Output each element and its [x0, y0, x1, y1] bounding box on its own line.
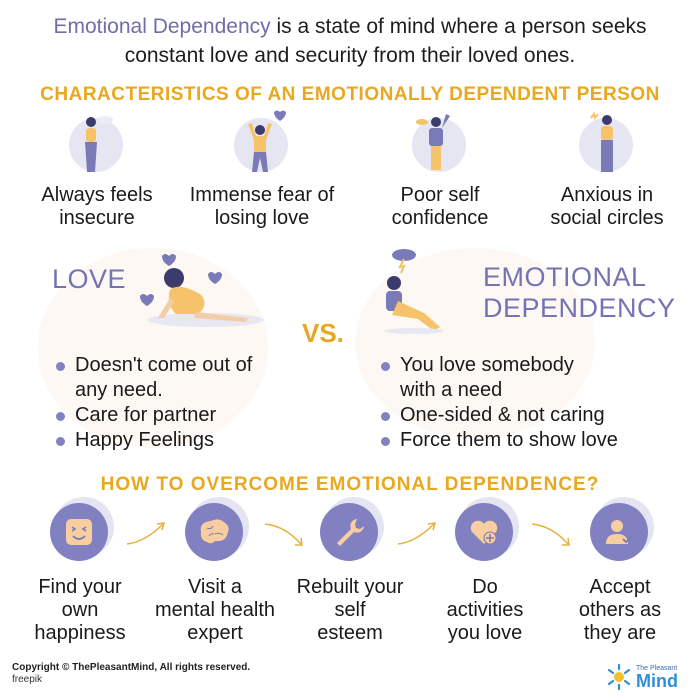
- step-label: expert: [187, 622, 243, 644]
- copyright-text: Copyright © ThePleasantMind, All rights …: [12, 662, 251, 673]
- step-label: self: [334, 599, 366, 621]
- arrow-down-icon: [264, 523, 303, 546]
- fear-man-icon: [222, 108, 302, 178]
- step-label: activities: [446, 599, 524, 621]
- arrow-up-icon: [126, 522, 166, 545]
- wrench-icon: [320, 503, 378, 561]
- step-label: Accept: [589, 576, 651, 598]
- step-label: mental health: [154, 599, 276, 621]
- characteristics-title: CHARACTERISTICS OF AN EMOTIONALLY DEPEND…: [40, 84, 660, 105]
- characteristic-label: social circles: [550, 207, 664, 229]
- sun-logo-icon: [607, 664, 631, 690]
- characteristic-label: Immense fear of: [189, 184, 335, 206]
- arrow-up-icon: [397, 522, 437, 545]
- step-label: others as: [578, 599, 662, 621]
- step-label: they are: [583, 622, 657, 644]
- intro-line1: is a state of mind where a person seeks: [270, 15, 647, 38]
- dependency-title-line1: EMOTIONAL: [483, 262, 647, 292]
- arrow-down-icon: [531, 523, 570, 546]
- intro-line2: constant love and security from their lo…: [124, 44, 576, 67]
- love-illustration-icon: [140, 254, 264, 327]
- love-bullet: Care for partner: [55, 403, 252, 428]
- vs-label: VS.: [302, 318, 344, 348]
- dependency-bullet: Force them to show love: [380, 428, 618, 453]
- characteristic-label: Anxious in: [560, 184, 654, 206]
- insecure-woman-icon: [57, 108, 137, 178]
- characteristic-label: Poor self: [400, 184, 480, 206]
- intro-text: Emotional Dependency is a state of mind …: [0, 12, 700, 70]
- dependency-illustration-icon: [384, 249, 444, 334]
- overcome-title: HOW TO OVERCOME EMOTIONAL DEPENDENCE?: [100, 474, 600, 495]
- step-label: you love: [447, 622, 523, 644]
- credit-text: freepik: [12, 674, 43, 685]
- love-title: LOVE: [52, 264, 127, 294]
- logo-big-text: Mind: [636, 670, 678, 691]
- user-check-icon: [590, 503, 648, 561]
- logo-small-text: The Pleasant: [636, 664, 678, 672]
- brand-logo: The Pleasant Mind: [606, 664, 678, 690]
- smiley-face-icon: [50, 503, 108, 561]
- characteristic-label: Always feels: [41, 184, 153, 206]
- brain-icon: [185, 503, 243, 561]
- intro-highlight: Emotional Dependency: [53, 15, 271, 38]
- characteristic-label: confidence: [391, 207, 489, 229]
- step-label: Find your: [38, 576, 122, 598]
- step-label: Do: [472, 576, 498, 598]
- characteristic-label: losing love: [214, 207, 310, 229]
- low-confidence-man-icon: [400, 108, 480, 178]
- step-label: Visit a: [187, 576, 243, 598]
- characteristic-label: insecure: [59, 207, 135, 229]
- dependency-title-line2: DEPENDENCY: [483, 293, 676, 323]
- anxious-woman-icon: [567, 108, 647, 178]
- footer: Copyright © ThePleasantMind, All rights …: [12, 662, 250, 686]
- love-bullet: Happy Feelings: [55, 428, 252, 453]
- step-label: happiness: [34, 622, 126, 644]
- dependency-bullet: One-sided & not caring: [380, 403, 618, 428]
- heart-plus-icon: [455, 503, 513, 561]
- love-background: [38, 248, 268, 448]
- step-label: own: [61, 599, 99, 621]
- step-label: esteem: [317, 622, 383, 644]
- step-label: Rebuilt your: [296, 576, 404, 598]
- dependency-title: EMOTIONAL DEPENDENCY: [483, 262, 676, 324]
